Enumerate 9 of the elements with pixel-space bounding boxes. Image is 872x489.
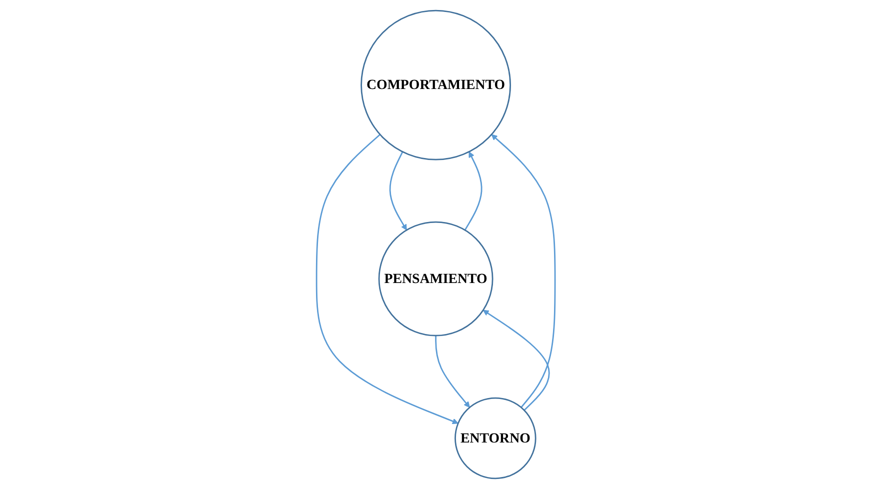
arrow [390, 151, 408, 230]
arrow [464, 152, 482, 230]
arrow [483, 310, 550, 411]
arrow [435, 336, 470, 408]
arrow [316, 134, 459, 424]
node-circle: ENTORNO [454, 397, 536, 480]
node-circle: PENSAMIENTO [378, 221, 494, 336]
node-circle: COMPORTAMIENTO [360, 10, 512, 160]
arrow [491, 134, 556, 408]
